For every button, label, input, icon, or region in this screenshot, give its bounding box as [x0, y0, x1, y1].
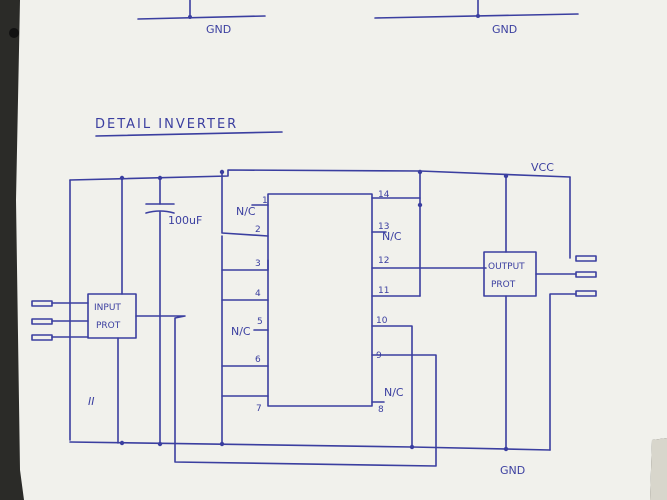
output-block-line2: PROT: [491, 280, 516, 290]
ic-right-pin-12: 12: [371, 256, 487, 269]
input-block-line1: INPUT: [94, 303, 121, 313]
ic-right-pin-8: 8 N/C: [371, 386, 404, 415]
pin-8-number: 8: [378, 405, 384, 415]
pin-8-nc-label: N/C: [384, 386, 404, 399]
gnd-label: GND: [500, 464, 525, 477]
ic-right-pin-9: 9: [376, 351, 382, 361]
ic-left-pin-2: 2: [221, 171, 269, 237]
title-underline: [95, 131, 283, 137]
pin-1-nc-label: N/C: [236, 205, 256, 218]
pin-11-number: 11: [378, 286, 389, 296]
input-connector: [31, 300, 89, 341]
diagram-title: DETAIL INVERTER: [95, 117, 238, 132]
junction-dot: [119, 440, 125, 446]
capacitor-label: 100uF: [168, 214, 202, 227]
pin-13-nc-label: N/C: [382, 230, 402, 243]
pin-6-number: 6: [255, 355, 261, 365]
paper-fold: [650, 438, 667, 500]
pin-3-number: 3: [255, 259, 261, 269]
input-signal-wire: [135, 315, 437, 467]
pin-7-number: 7: [256, 404, 262, 414]
ic-left-pin-1: N/C 1: [236, 196, 269, 218]
ic-right-pin-13: 13 N/C: [371, 222, 402, 243]
ic-left-pin-5: N/C 5: [231, 317, 269, 338]
pin-9-number: 9: [376, 351, 382, 361]
pin-12-number: 12: [378, 256, 389, 266]
pin-5-number: 5: [257, 317, 263, 327]
pin-2-number: 2: [255, 225, 261, 235]
input-block-line2: PROT: [96, 321, 121, 331]
paper-sheet: [16, 0, 667, 500]
punch-hole: [9, 28, 19, 38]
ic-right-pin-11: 11: [371, 286, 421, 297]
vcc-rail: [69, 169, 571, 181]
ic-right-pin-10: 10: [371, 316, 413, 448]
pin-10-number: 10: [376, 316, 388, 326]
vcc-label: VCC: [531, 161, 554, 174]
top-ground-left: [137, 0, 266, 20]
top-ground-right: [374, 0, 579, 19]
pin-1-number: 1: [262, 196, 268, 206]
ic-right-pin-14: 14: [371, 190, 421, 200]
pin-5-nc-label: N/C: [231, 325, 251, 338]
ic-left-pin-4: 4: [221, 289, 269, 301]
capacitor: [145, 177, 175, 445]
pin-4-number: 4: [255, 289, 261, 299]
ic-left-pin-7: 7: [221, 395, 269, 414]
ic-left-pin-6: 6: [221, 355, 269, 367]
pin-14-number: 14: [378, 190, 390, 200]
top-gnd-label-left: GND: [206, 23, 231, 36]
output-block-line1: OUTPUT: [488, 262, 525, 272]
output-connector: [535, 176, 597, 451]
margin-mark: II: [88, 395, 95, 408]
pin-13-number: 13: [378, 222, 389, 232]
top-gnd-label-right: GND: [492, 23, 517, 36]
junction-dot: [417, 202, 423, 208]
ic-left-pin-3: 3: [221, 259, 269, 271]
